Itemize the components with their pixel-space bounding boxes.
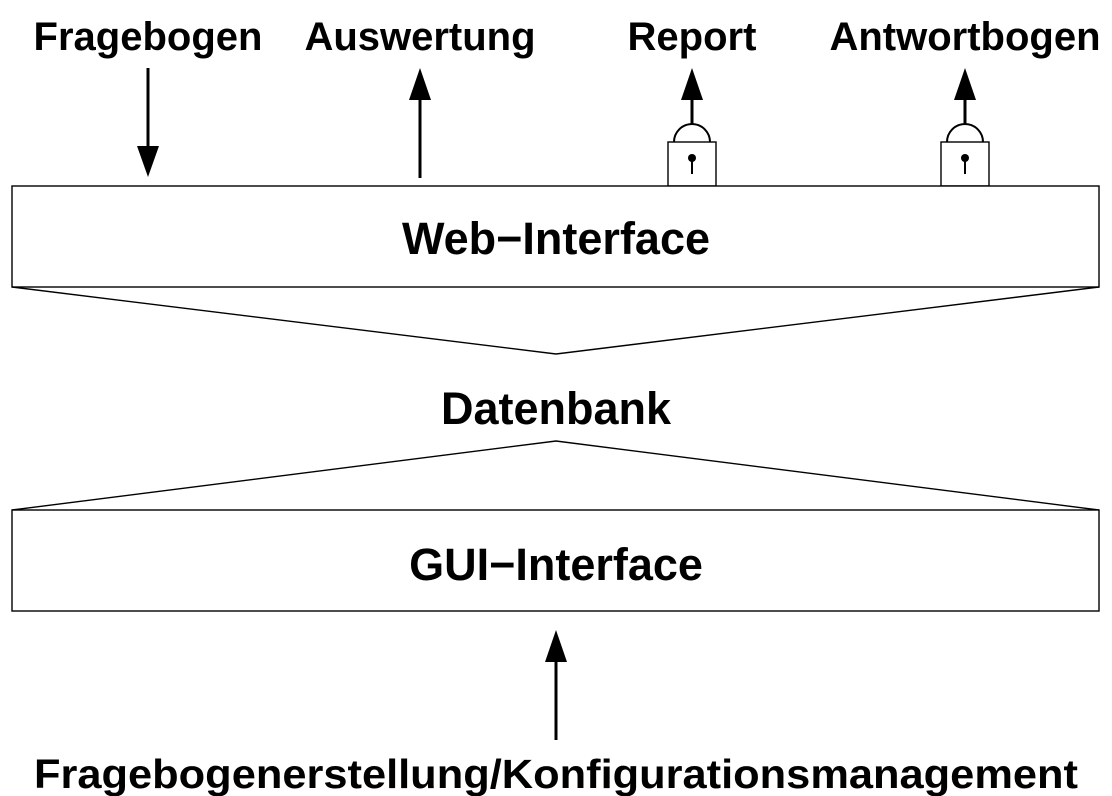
db-to-gui-funnel <box>11 440 1100 511</box>
arrow-report-up <box>681 68 703 124</box>
padlock-icon <box>940 123 990 187</box>
label-fragebogen: Fragebogen <box>34 15 263 59</box>
arrow-fragebogen-down <box>137 68 159 177</box>
web-to-db-funnel <box>11 286 1100 355</box>
label-antwortbogen: Antwortbogen <box>829 15 1100 59</box>
padlock-icon <box>667 123 717 187</box>
datenbank-label: Datenbank <box>441 383 672 434</box>
arrow-auswertung-up <box>409 68 431 178</box>
web-interface-box <box>11 185 1100 288</box>
gui-interface-label: GUI−Interface <box>409 539 703 590</box>
label-report: Report <box>628 15 757 59</box>
bottom-label: Fragebogenerstellung/Konfigurationsmanag… <box>34 751 1078 796</box>
gui-interface-box <box>11 509 1100 612</box>
web-interface-label: Web−Interface <box>402 213 710 264</box>
arrow-antwortbogen-up <box>954 68 976 124</box>
label-auswertung: Auswertung <box>304 15 535 59</box>
arrow-gui-up <box>545 630 567 740</box>
